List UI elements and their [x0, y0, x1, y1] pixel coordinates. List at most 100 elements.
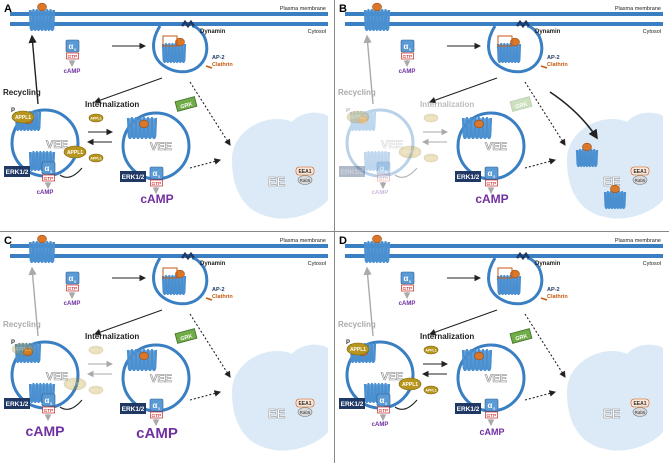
appl1-icon — [63, 377, 87, 391]
arrestin-icon — [497, 267, 513, 279]
erk-label: ERK1/2 — [341, 401, 364, 408]
eea1-box — [630, 166, 650, 176]
gtp-box — [401, 284, 414, 292]
appl1-label: APPL1 — [15, 347, 31, 353]
membrane-receptor-icon — [28, 240, 56, 264]
vee-label: VEE — [485, 373, 507, 385]
recycling-arrow — [28, 34, 39, 105]
grk-label: GRK — [515, 101, 528, 110]
membrane-inner — [345, 254, 663, 258]
ligand-icon — [372, 234, 382, 244]
rab5-label: Rab5 — [300, 410, 311, 415]
appl1-icon — [398, 377, 422, 391]
appl1-icon — [423, 113, 439, 123]
erk-label: ERK1/2 — [341, 169, 364, 176]
gtp-box — [66, 52, 79, 60]
alpha-s-subscript: s — [385, 401, 388, 406]
vee-camp-label: cAMP — [475, 192, 508, 206]
gtp-box — [377, 406, 390, 414]
degraded-receptor-icon — [575, 148, 599, 168]
appl1-label: APPL1 — [15, 115, 31, 121]
erk-box — [120, 171, 146, 182]
rab5-label: Rab5 — [635, 410, 646, 415]
alpha-s-label: α — [488, 169, 493, 178]
panel-letter: C — [4, 235, 12, 247]
ligand-icon — [510, 269, 520, 279]
panel-letter: A — [4, 3, 12, 15]
panel-letter: D — [339, 235, 347, 247]
alpha-s-subscript: s — [409, 47, 412, 52]
vee-receptor-icon — [363, 150, 391, 172]
appl1-label: APPL1 — [425, 157, 436, 161]
rab5-icon — [632, 407, 648, 417]
arrestin-icon — [162, 35, 178, 47]
vee-label: VEE — [485, 141, 507, 153]
appl1-label: APPL1 — [350, 347, 366, 353]
vee-label: VEE — [46, 371, 68, 383]
gtp-label: GTP — [152, 413, 162, 419]
grk-label: GRK — [515, 333, 528, 342]
cytosol-label: Cytosol — [643, 261, 661, 267]
membrane-camp-label: cAMP — [64, 301, 81, 307]
alpha-s-subscript: s — [158, 406, 161, 411]
clathrin-label: Clathrin — [212, 294, 233, 300]
grk-label: GRK — [180, 101, 193, 110]
rab5-icon — [632, 175, 648, 185]
membrane-outer — [345, 244, 663, 248]
inhibition-line — [394, 399, 418, 410]
alpha-s-label: α — [404, 274, 409, 283]
ligand-icon — [139, 351, 149, 361]
cytosol-label: Cytosol — [308, 261, 326, 267]
phospho-label: P — [346, 340, 350, 346]
plasma-membrane-label: Plasma membrane — [615, 6, 661, 12]
gtp-label: GTP — [68, 286, 78, 292]
appl1-icon — [11, 110, 35, 124]
alpha-s-label: α — [45, 164, 50, 173]
cytosol-label: Cytosol — [308, 29, 326, 35]
alpha-s-label: α — [380, 164, 385, 173]
eea1-label: EEA1 — [298, 169, 311, 175]
gtp-label: GTP — [487, 413, 497, 419]
erk-label: ERK1/2 — [457, 406, 480, 413]
clathrin-icon — [540, 297, 548, 301]
ligand-icon — [175, 269, 185, 279]
appl1-icon — [423, 153, 439, 163]
erk-label: ERK1/2 — [122, 174, 145, 181]
recycling-arrow — [363, 34, 374, 105]
phospho-label: P — [11, 108, 15, 114]
erk-box — [120, 403, 146, 414]
ligand-icon — [23, 347, 33, 357]
alpha-s-label: α — [153, 401, 158, 410]
grk-label: GRK — [180, 333, 193, 342]
pit-receptor-icon — [161, 274, 187, 296]
vee-label: VEE — [381, 139, 403, 151]
alpha-s-subscript: s — [50, 401, 53, 406]
erk-label: ERK1/2 — [6, 169, 29, 176]
recycling-label: Recycling — [3, 88, 41, 97]
ligand-icon — [358, 115, 368, 125]
pit-receptor-icon — [161, 42, 187, 64]
ap2-label: AP-2 — [212, 287, 225, 293]
appl1-label: APPL1 — [90, 389, 101, 393]
plasma-membrane-label: Plasma membrane — [280, 238, 326, 244]
eea1-box — [295, 398, 315, 408]
grk-icon: GRK — [509, 96, 533, 112]
vee-receptor-icon — [126, 348, 158, 372]
pit-to-ee-arrow — [189, 81, 231, 146]
ligand-icon — [474, 351, 484, 361]
eea1-box — [295, 166, 315, 176]
vee-camp-label: cAMP — [479, 427, 504, 437]
vee-to-ee-arrow — [189, 158, 222, 169]
pit-to-internalization-arrow — [93, 77, 163, 104]
erk-box — [4, 166, 30, 177]
appl1-label: APPL1 — [402, 382, 418, 388]
appl1-label: APPL1 — [425, 389, 436, 393]
